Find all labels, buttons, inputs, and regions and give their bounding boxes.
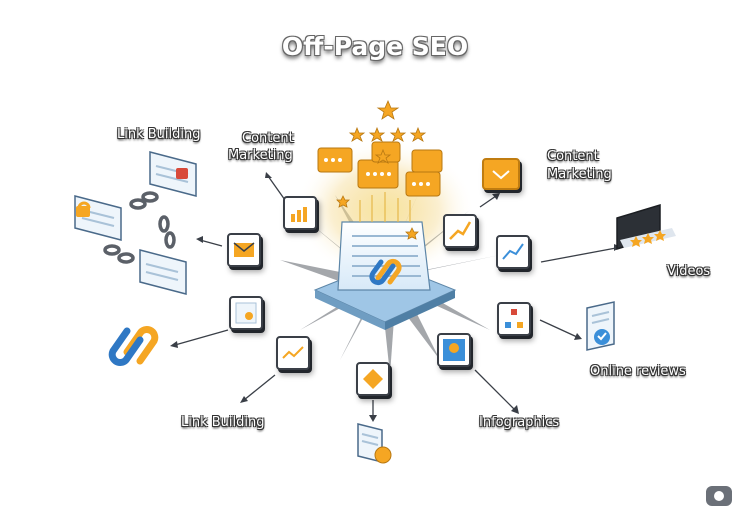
label-videos: Videos <box>667 264 711 279</box>
trend-chart-tile-icon <box>276 336 310 370</box>
label-link-building-top: Link Building <box>117 127 201 142</box>
brand-badge-icon <box>706 486 732 506</box>
infographic-tile-icon <box>437 333 471 367</box>
diagram-title: Off-Page SEO <box>281 32 469 61</box>
label-content-marketing-left-line1: Content <box>242 131 294 146</box>
video-monitor-icon <box>616 203 676 251</box>
reviews-clipboard-icon <box>586 301 615 351</box>
profile-card-tile-icon <box>229 296 263 330</box>
label-link-building-bottom: Link Building <box>181 415 265 430</box>
share-tile-icon <box>356 362 390 396</box>
rating-cards <box>317 141 443 197</box>
connector-lines <box>174 175 617 418</box>
label-online-reviews: Online reviews <box>590 364 686 379</box>
label-content-marketing-right-line2: Marketing <box>547 167 612 182</box>
envelope-tile-icon <box>227 233 261 267</box>
link-building-monitors <box>74 151 197 295</box>
org-chart-tile-icon <box>497 302 531 336</box>
stars <box>336 99 427 240</box>
chain-link-icon <box>108 326 159 366</box>
label-content-marketing-right-line1: Content <box>547 149 599 164</box>
growth-chart-tile-icon <box>443 214 477 248</box>
document-coin-icon <box>357 423 392 464</box>
line-chart-tile-icon <box>496 235 530 269</box>
sparkle-lines <box>359 192 411 222</box>
bar-chart-tile-icon <box>283 196 317 230</box>
label-content-marketing-left-line2: Marketing <box>228 148 293 163</box>
connector-arrowheads <box>170 172 621 422</box>
central-laptop <box>313 221 457 330</box>
label-infographics: Infographics <box>479 415 560 430</box>
message-envelope-icon <box>482 158 520 190</box>
